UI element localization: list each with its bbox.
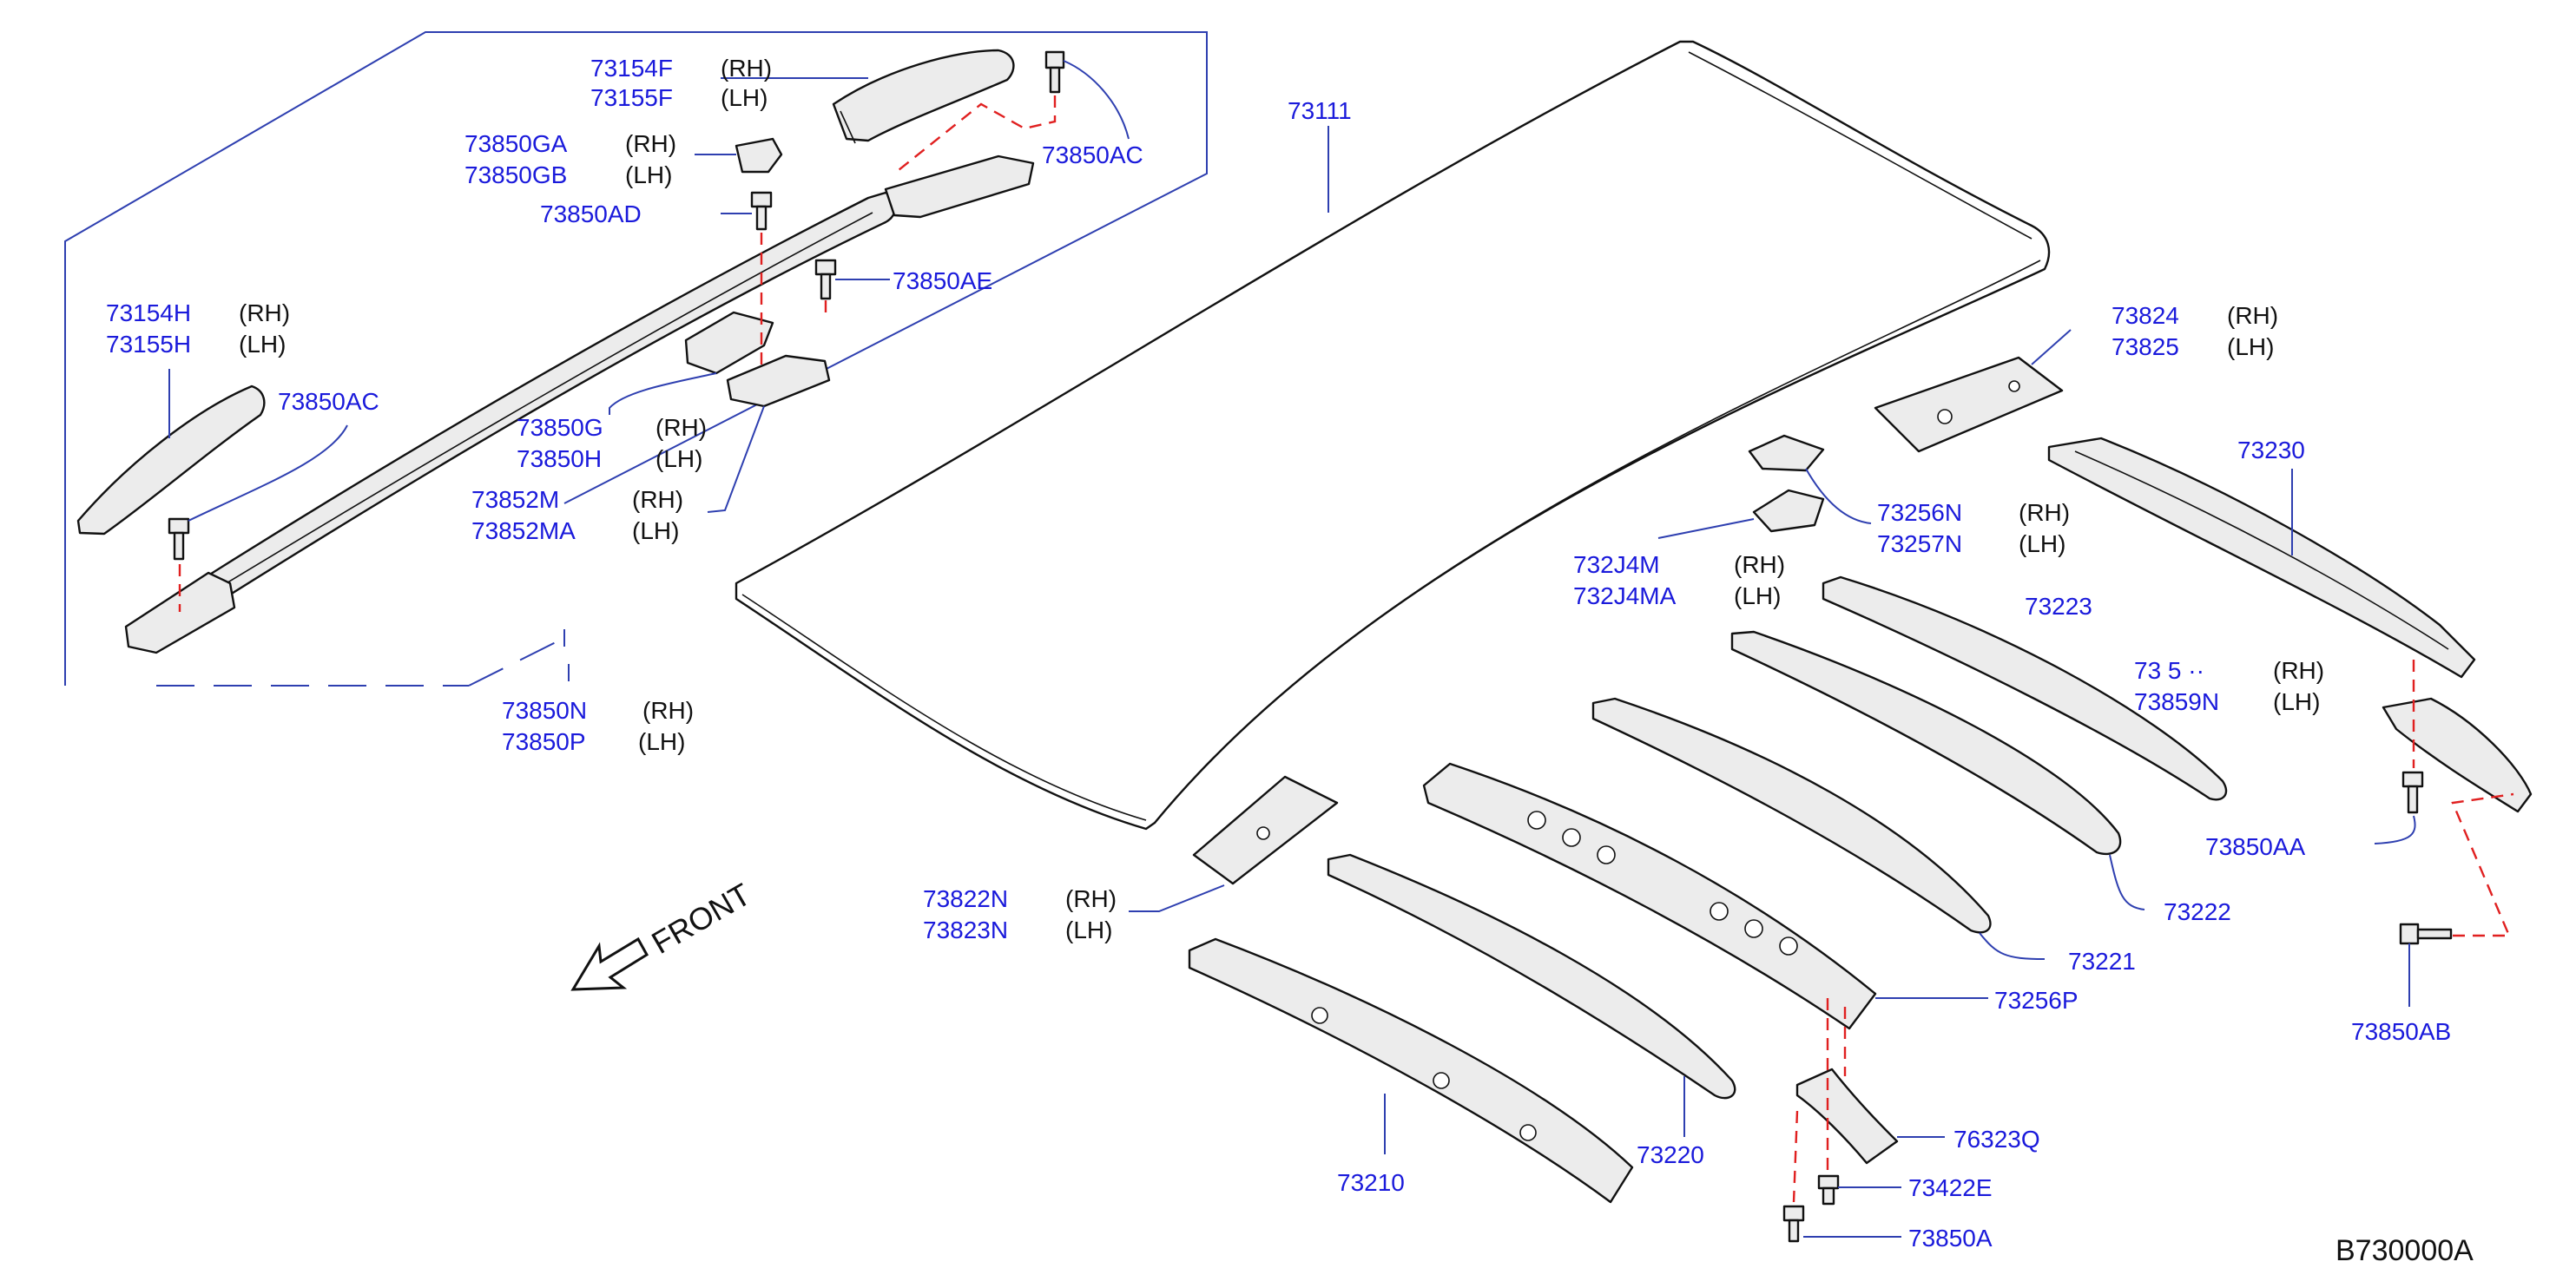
label-73850AC-top: 73850AC: [1042, 141, 1143, 168]
label-lh: (LH): [1734, 582, 1781, 609]
bracket-j4: [1657, 489, 1825, 539]
bolt-ab-icon: [2399, 923, 2453, 1007]
label-rh: (RH): [1065, 885, 1117, 912]
roof-rail-long: [124, 154, 1035, 654]
label-rh: (RH): [2019, 499, 2070, 526]
label-rh: (RH): [1734, 551, 1785, 578]
label-73155F: 73155F: [590, 84, 673, 111]
label-73850H: 73850H: [517, 445, 602, 472]
label-73850AD: 73850AD: [540, 200, 642, 227]
front-label: FRONT: [646, 876, 757, 961]
label-73823N: 73823N: [923, 917, 1008, 943]
roof-panel: [735, 40, 2051, 831]
label-rh: (RH): [239, 299, 290, 326]
label-76323Q: 76323Q: [1953, 1126, 2040, 1153]
bolt-ac-top-icon: [1044, 50, 1130, 140]
label-73850GB: 73850GB: [464, 161, 567, 188]
label-lh: (LH): [2273, 688, 2320, 715]
label-73822N: 73822N: [923, 885, 1008, 912]
label-73850A: 73850A: [1908, 1225, 1993, 1252]
part-labels: 73154F (RH) 73155F (LH) 73850GA (RH) 738…: [106, 55, 2474, 1267]
label-73222: 73222: [2164, 898, 2231, 925]
roof-rail-inset: [64, 31, 1208, 687]
label-73850AC-left: 73850AC: [278, 388, 379, 415]
label-73210: 73210: [1337, 1169, 1405, 1196]
rear-rail: [2047, 437, 2476, 679]
label-lh: (LH): [239, 331, 286, 358]
bracket-859: [2382, 697, 2533, 813]
label-lh: (LH): [2227, 333, 2274, 360]
label-73850P: 73850P: [502, 728, 586, 755]
rail-cover-front: [721, 49, 1015, 144]
roof-bow-73223: [1822, 575, 2228, 801]
label-73824: 73824: [2112, 302, 2179, 329]
label-732J4M: 732J4M: [1573, 551, 1660, 578]
label-rh: (RH): [625, 130, 676, 157]
inset-fastener-guides: [178, 95, 1057, 612]
front-direction-arrow-icon: [570, 936, 649, 991]
bolt-ae-icon: [814, 259, 890, 300]
label-732J4MA: 732J4MA: [1573, 582, 1677, 609]
bracket-front: [1129, 775, 1339, 912]
rail-cover-rear: [76, 369, 266, 536]
label-73111: 73111: [1288, 97, 1352, 124]
label-lh: (LH): [632, 517, 679, 544]
roof-bow-73221: [1591, 697, 2046, 960]
label-rh: (RH): [2227, 302, 2278, 329]
label-73859N: 73859N: [2134, 688, 2219, 715]
clip-73422e-icon: [1817, 1174, 1901, 1206]
diagram-code: B730000A: [2336, 1234, 2474, 1267]
label-rh: (RH): [632, 486, 683, 513]
label-73256N: 73256N: [1877, 499, 1962, 526]
label-73825: 73825: [2112, 333, 2179, 360]
rail-base: [707, 354, 831, 513]
label-73850GA: 73850GA: [464, 130, 568, 157]
label-73852MA: 73852MA: [471, 517, 576, 544]
bolt-aa-icon: [2374, 771, 2424, 844]
label-73154F: 73154F: [590, 55, 673, 82]
label-73850N: 73850N: [502, 697, 587, 724]
label-73850G: 73850G: [517, 414, 603, 441]
bolt-ad-icon: [721, 191, 773, 231]
bracket-rear: [1874, 329, 2072, 453]
label-73850AB: 73850AB: [2351, 1018, 2451, 1045]
label-lh: (LH): [625, 161, 672, 188]
label-73422E: 73422E: [1908, 1174, 1993, 1201]
label-lh: (LH): [2019, 530, 2065, 557]
front-rail: [1188, 937, 1634, 1204]
rail-cover-mid: [609, 311, 774, 415]
label-73852M: 73852M: [471, 486, 559, 513]
right-fastener-guides: [1792, 660, 2514, 1203]
label-rh: (RH): [642, 697, 694, 724]
bolt-73850a-icon: [1782, 1205, 1901, 1243]
label-73220: 73220: [1637, 1141, 1704, 1168]
label-lh: (LH): [721, 84, 768, 111]
roof-bow-73222: [1730, 630, 2145, 910]
label-73850AA: 73850AA: [2205, 833, 2306, 860]
label-lh: (LH): [1065, 917, 1112, 943]
bracket-small: [1748, 434, 1872, 524]
label-73155H: 73155H: [106, 331, 191, 358]
label-73850AE: 73850AE: [893, 267, 992, 294]
roof-bow-73220: [1327, 853, 1736, 1137]
bracket-76323q: [1795, 1068, 1945, 1165]
label-73859-rh: 73 5 ··: [2134, 657, 2204, 684]
label-73230: 73230: [2237, 437, 2305, 463]
label-rh: (RH): [2273, 657, 2324, 684]
bolt-ac-left-icon: [168, 424, 348, 561]
center-bow-panel: [1422, 762, 1988, 1030]
label-73223: 73223: [2025, 593, 2092, 620]
label-rh: (RH): [656, 414, 707, 441]
label-lh: (LH): [638, 728, 685, 755]
label-73221: 73221: [2068, 948, 2136, 975]
rail-end-cap: [695, 137, 783, 174]
label-73256P: 73256P: [1994, 987, 2079, 1014]
label-lh: (LH): [656, 445, 702, 472]
label-73257N: 73257N: [1877, 530, 1962, 557]
label-73154H: 73154H: [106, 299, 191, 326]
label-rh: (RH): [721, 55, 772, 82]
